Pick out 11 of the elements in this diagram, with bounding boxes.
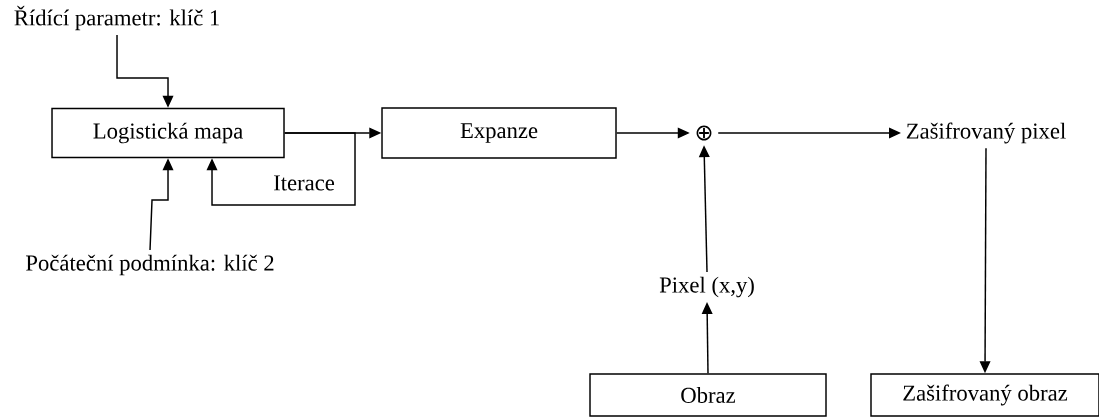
- edge-label: Iterace: [270, 172, 338, 194]
- process-box: Zašifrovaný obraz: [870, 373, 1099, 417]
- text-label: Zašifrovaný pixel: [906, 122, 1066, 144]
- arrow: [206, 132, 356, 206]
- text-label: Řídící parametr: klíč 1: [14, 5, 219, 31]
- text-label: Pixel (x,y): [659, 276, 754, 298]
- text-label: Počáteční podmínka: klíč 2: [26, 254, 274, 276]
- process-box: Expanze: [381, 107, 617, 159]
- process-box: Logistická mapa: [51, 107, 285, 159]
- xor-symbol: ⊕: [696, 125, 712, 141]
- process-box: Obraz: [589, 373, 827, 417]
